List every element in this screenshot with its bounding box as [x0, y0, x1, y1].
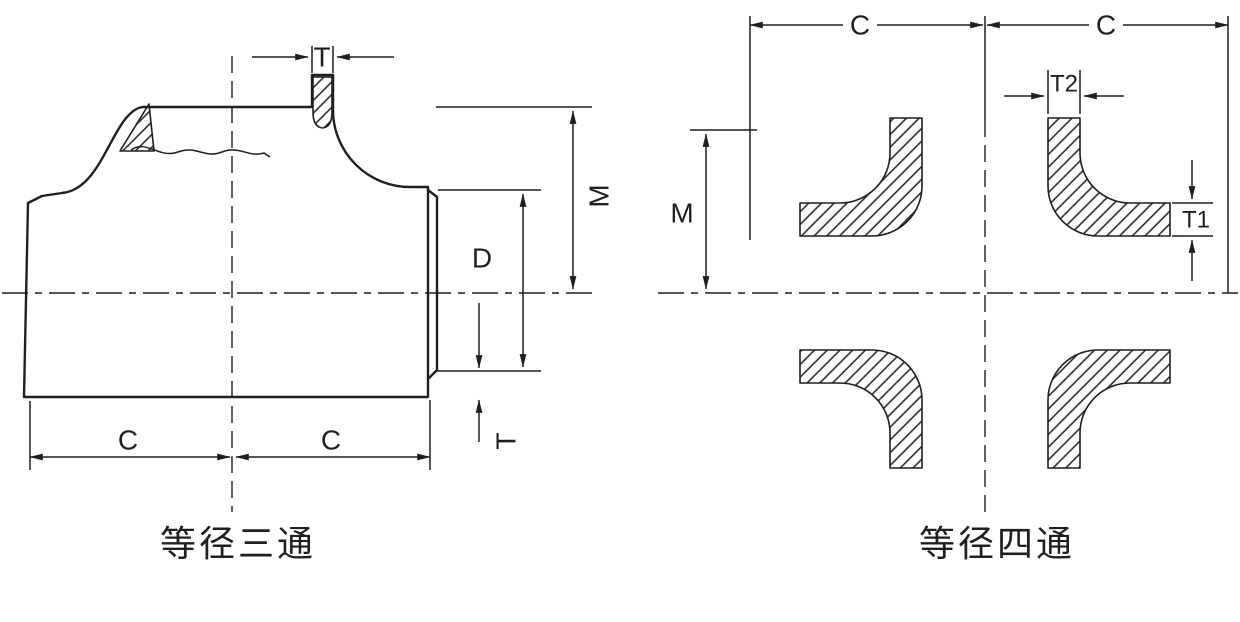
tee-label-m: M [584, 184, 615, 207]
cross-label-t1: T1 [1182, 207, 1210, 234]
cross-dim-t1: T1 [1172, 160, 1213, 281]
tee-label-c-left: C [118, 425, 138, 456]
tee-label-t-top: T [313, 42, 330, 73]
extension-lines [1047, 70, 1081, 114]
tee-dim-branch-thickness: T [252, 42, 394, 73]
tee-caption: 等径三通 [160, 523, 316, 564]
cross-caption: 等径四通 [919, 523, 1075, 564]
label-mask [1089, 10, 1123, 40]
cross-dim-c-right: C [986, 10, 1229, 293]
tee-label-t-bottom: T [491, 432, 522, 449]
tee-figure: T M D T C C 等径三通 [2, 42, 615, 564]
tee-outline [22, 73, 430, 399]
cross-label-t2: T2 [1050, 71, 1078, 98]
tee-crotch-section-hatch [119, 103, 155, 152]
tee-label-d: D [472, 243, 492, 274]
extension-lines [1172, 202, 1213, 237]
tee-dim-c-right: C [235, 400, 431, 470]
cross-figure: C C T2 T1 M 等径四通 [658, 10, 1238, 564]
tee-branch-wall-hatch [312, 76, 333, 129]
cross-dim-t2: T2 [1004, 70, 1124, 114]
extension-lines [311, 46, 334, 73]
tee-label-c-right: C [321, 425, 341, 456]
cross-label-c-left: C [850, 10, 870, 41]
cross-label-m: M [670, 198, 693, 229]
tee-dim-m: M [436, 106, 615, 290]
cross-wall-top-left [799, 117, 923, 237]
cross-wall-bottom-left [799, 349, 923, 469]
tee-dim-run-thickness: T [475, 303, 522, 450]
cross-label-c-right: C [1096, 10, 1116, 41]
tee-break-line [130, 145, 271, 158]
cross-wall-top-right [1047, 117, 1171, 237]
tee-dim-d: D [438, 189, 541, 368]
tee-end-bevel [426, 188, 439, 381]
cross-wall-bottom-right [1047, 349, 1171, 469]
label-mask [843, 10, 877, 40]
tee-dim-c-left: C [29, 401, 231, 470]
cross-dim-m: M [670, 129, 757, 290]
cross-dim-c-left: C [749, 10, 984, 240]
